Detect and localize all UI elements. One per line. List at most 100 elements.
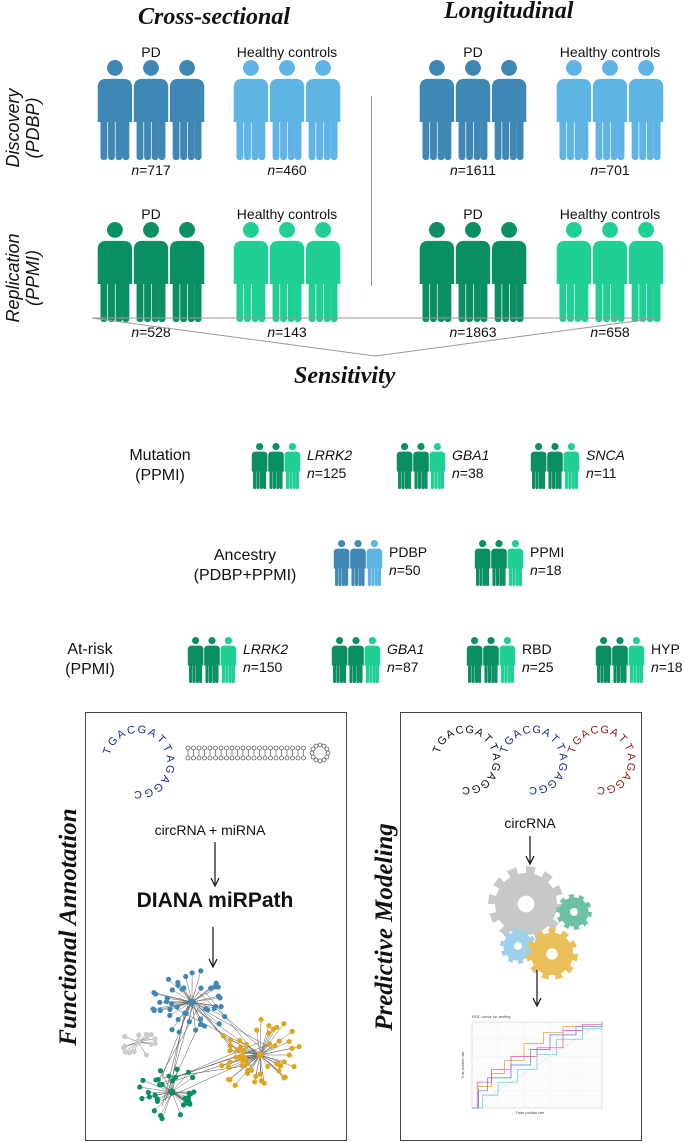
network-node bbox=[234, 1047, 240, 1054]
network-node bbox=[258, 1078, 264, 1084]
network-node bbox=[239, 1062, 245, 1069]
sequence-letter: C bbox=[134, 788, 142, 800]
sequence-letter: G bbox=[470, 781, 482, 795]
network-node bbox=[198, 968, 204, 974]
n-value: =658 bbox=[598, 324, 630, 340]
ancestry-source: (PDBP+PPMI) bbox=[193, 567, 297, 584]
network-node bbox=[189, 970, 195, 976]
network-node bbox=[176, 1029, 182, 1035]
network-node bbox=[148, 1031, 154, 1038]
network-node bbox=[218, 1004, 224, 1010]
n-symbol: n bbox=[243, 659, 251, 675]
sequence-letter: C bbox=[462, 784, 470, 796]
network-node bbox=[222, 1014, 228, 1020]
network-node bbox=[265, 1063, 271, 1070]
atrisk-name-2: RBD bbox=[522, 641, 552, 657]
group-label-lg-rep-pd: PD bbox=[463, 206, 483, 222]
people-icon bbox=[466, 637, 516, 683]
people-icon bbox=[396, 443, 446, 489]
header-longitudinal: Longitudinal bbox=[444, 0, 574, 24]
sequence-letter: G bbox=[532, 724, 542, 737]
sequence-letter: G bbox=[605, 781, 617, 795]
header-sensitivity: Sensitivity bbox=[294, 363, 396, 389]
group-label-lg-rep-hc: Healthy controls bbox=[559, 206, 661, 222]
n-value: =38 bbox=[459, 465, 484, 481]
network-node bbox=[248, 1067, 254, 1073]
network-node bbox=[122, 1033, 128, 1040]
n-symbol: n bbox=[307, 465, 315, 481]
roc-series-line bbox=[472, 1022, 603, 1109]
sequence-letter: G bbox=[162, 764, 176, 775]
n-value: =717 bbox=[139, 162, 171, 178]
network-node bbox=[228, 1037, 234, 1043]
n-value: =143 bbox=[275, 324, 307, 340]
funnel-lines bbox=[91, 317, 659, 357]
sensitivity-label-ancestry: Ancestry (PDBP+PPMI) bbox=[180, 546, 310, 586]
network-node bbox=[139, 1095, 145, 1102]
network-node bbox=[146, 1094, 153, 1100]
network-node bbox=[266, 1030, 272, 1036]
sequence-letter: T bbox=[621, 741, 635, 752]
network-node bbox=[286, 1038, 292, 1045]
network-node bbox=[233, 1054, 239, 1060]
network-node bbox=[197, 1016, 204, 1022]
atrisk-name-0: LRRK2 bbox=[243, 641, 289, 657]
n-symbol: n bbox=[452, 465, 460, 481]
mutation-name-0: LRRK2 bbox=[307, 447, 353, 463]
sequence-letter: G bbox=[537, 781, 549, 795]
network-node bbox=[182, 1095, 188, 1101]
arrow-down-icon bbox=[210, 842, 220, 888]
network-node bbox=[153, 1077, 159, 1083]
column-divider bbox=[371, 96, 372, 286]
people-icon bbox=[556, 222, 664, 322]
atrisk-name-1: GBA1 bbox=[387, 641, 425, 657]
network-node bbox=[212, 1003, 219, 1010]
n-symbol: n bbox=[590, 324, 599, 340]
network-node bbox=[215, 984, 221, 990]
people-icon bbox=[333, 540, 383, 586]
network-node bbox=[167, 1012, 173, 1018]
n-value: =87 bbox=[394, 659, 419, 675]
header-cross-sectional: Cross-sectional bbox=[138, 4, 291, 30]
sequence-letter: G bbox=[624, 761, 638, 772]
network-node bbox=[208, 985, 214, 991]
mutation-name-1: GBA1 bbox=[452, 447, 490, 463]
network-node bbox=[144, 1035, 150, 1042]
network-node bbox=[143, 1031, 149, 1037]
network-node bbox=[253, 1073, 259, 1079]
network-node bbox=[152, 1036, 158, 1042]
atrisk-source: (PPMI) bbox=[65, 661, 115, 678]
network-hub bbox=[168, 1088, 176, 1096]
n-value: =1863 bbox=[457, 324, 497, 340]
sequence-letter: G bbox=[556, 761, 570, 772]
network-node bbox=[219, 1062, 225, 1069]
network-node bbox=[274, 1060, 280, 1067]
network-node bbox=[277, 1063, 284, 1069]
network-node bbox=[192, 1027, 199, 1033]
sample-size-lg-disc-hc: n=701 bbox=[555, 162, 665, 178]
group-label-cs-rep-hc: Healthy controls bbox=[236, 206, 338, 222]
ancestry-sample-size-1: n=18 bbox=[530, 562, 562, 578]
network-node bbox=[167, 1006, 173, 1013]
network-node bbox=[227, 1077, 233, 1083]
sequence-letter: G bbox=[137, 724, 147, 737]
network-node bbox=[186, 1090, 192, 1096]
roc-ylabel: True positive rate bbox=[461, 1051, 465, 1078]
n-symbol: n bbox=[651, 659, 659, 675]
n-symbol: n bbox=[389, 562, 397, 578]
network-node bbox=[151, 1108, 157, 1114]
atrisk-sample-size-1: n=87 bbox=[387, 659, 419, 675]
network-node bbox=[241, 1048, 247, 1054]
functional-annotation-panel bbox=[85, 712, 347, 1141]
people-icon bbox=[419, 60, 527, 160]
group-label-cs-disc-pd: PD bbox=[141, 44, 161, 60]
network-node bbox=[156, 1082, 163, 1088]
sensitivity-label-atrisk: At-risk (PPMI) bbox=[45, 640, 135, 680]
network-node bbox=[182, 1010, 188, 1016]
people-icon bbox=[187, 637, 237, 683]
sequence-letter: G bbox=[143, 785, 155, 799]
sample-size-lg-rep-pd: n=1863 bbox=[418, 324, 528, 340]
ancestry-sample-size-0: n=50 bbox=[389, 562, 421, 578]
sequence-letter: T bbox=[566, 744, 580, 755]
